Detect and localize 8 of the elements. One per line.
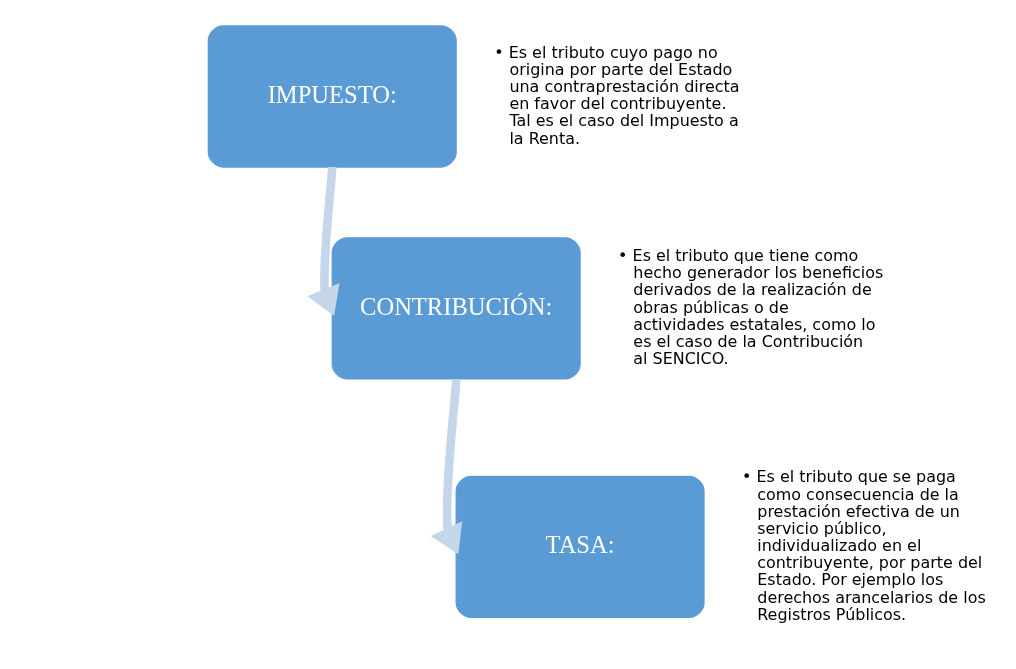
arrow [306, 166, 340, 316]
node-label: • Es el tributo que tiene como hecho generador los beneficios derivados de la realización de obras públicas o de actividades estatales, como lo es el caso de la Contribución al SENCICO. [617, 245, 883, 368]
arrow [430, 378, 462, 554]
node-box: IMPUESTO: [207, 24, 457, 168]
node-label: • Es el tributo que se paga como consecuencia de la prestación efectiva de un servicio público, individualizado en el contribuyente, por parte del Estado. Por ejemplo los derechos arancelarios de los Registros Públicos. [741, 466, 986, 624]
node-box: TASA: [455, 475, 705, 618]
node-box: CONTRIBUCIÓN: [331, 236, 581, 380]
node-label: • Es el tributo cuyo pago no origina por parte del Estado una contraprestación directa en favor del contribuyente. Tal es el caso del Impuesto a la Renta. [493, 42, 739, 148]
